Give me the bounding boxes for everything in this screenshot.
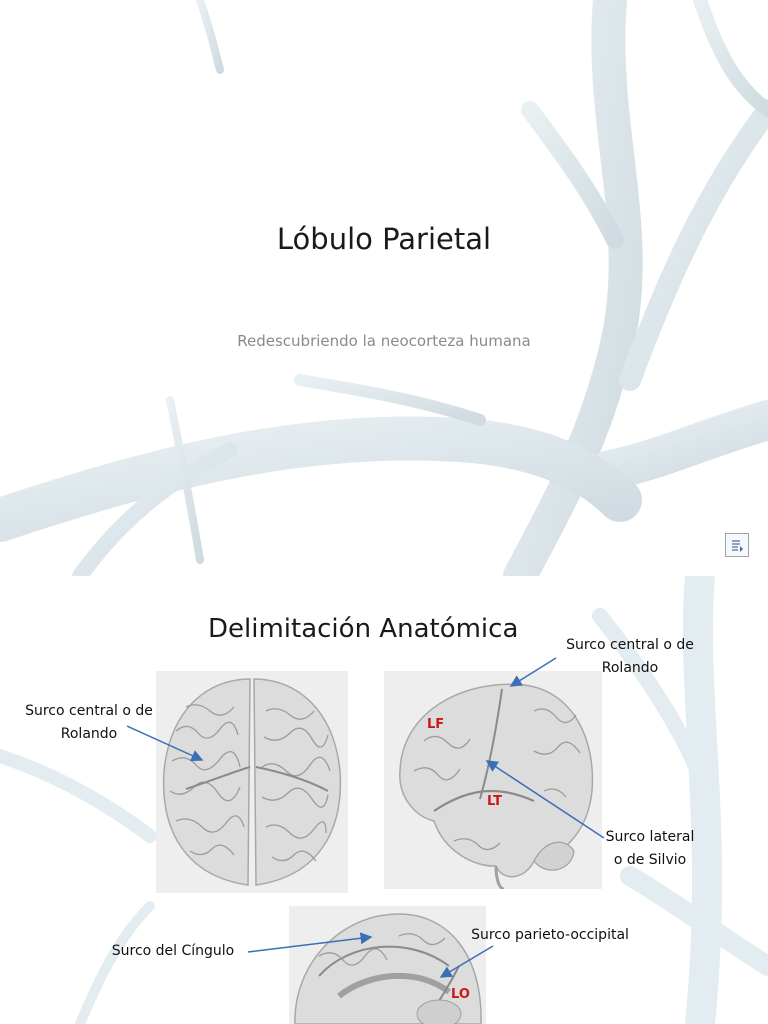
label-line: Rolando [601, 660, 659, 676]
brain-top-view-image [156, 671, 348, 893]
brain-medial-view-image [289, 906, 486, 1024]
label-parieto-occipital-sulcus: Surco parieto-occipital [471, 927, 629, 943]
label-central-sulcus-right: Surco central o de Rolando [555, 634, 705, 680]
lobe-tag-frontal: LF [427, 717, 445, 732]
label-cingulate-sulcus: Surco del Cíngulo [111, 943, 235, 959]
brain-lateral-view-image [384, 671, 602, 889]
slide-title: Lóbulo Parietal [276, 222, 492, 256]
label-line: Surco central o de [566, 637, 694, 653]
lobe-tag-temporal: LT [487, 794, 502, 809]
slide-title: Delimitación Anatómica [208, 614, 519, 644]
label-lateral-sulcus: Surco lateral o de Silvio [590, 826, 710, 872]
notes-icon[interactable] [725, 533, 749, 557]
label-line: Surco lateral [605, 829, 695, 845]
label-line: o de Silvio [613, 852, 687, 868]
lobe-tag-occipital: LO [451, 987, 470, 1002]
slide-subtitle: Redescubriendo la neocorteza humana [237, 332, 531, 350]
label-line: Surco central o de [25, 703, 153, 719]
anatomy-slide: Delimitación Anatómica [0, 576, 768, 1024]
label-central-sulcus-left: Surco central o de Rolando [14, 700, 164, 746]
title-slide: Lóbulo Parietal Redescubriendo la neocor… [0, 0, 768, 576]
neuron-background-graphic [0, 576, 768, 1024]
neuron-background-graphic [0, 0, 768, 576]
label-line: Rolando [60, 726, 118, 742]
